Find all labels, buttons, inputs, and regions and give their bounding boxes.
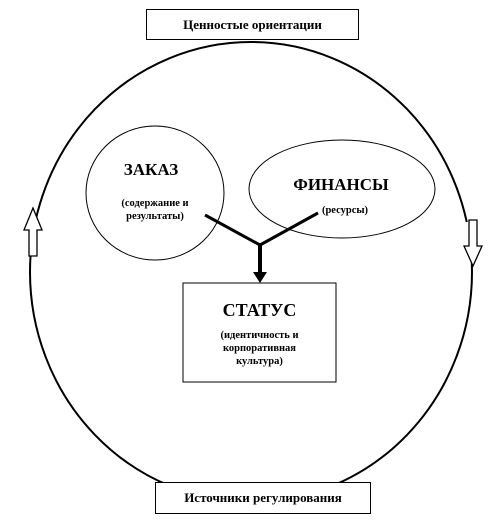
status-title: СТАТУС bbox=[222, 300, 297, 320]
order-circle bbox=[85, 125, 225, 261]
order-subtitle-line-2: результаты) bbox=[126, 211, 184, 222]
sources-box: Источники регулирования bbox=[155, 482, 371, 514]
order-subtitle-line-1: (содержание и bbox=[121, 198, 189, 209]
status-subtitle: (идентичность и корпоративная культура) bbox=[183, 329, 336, 368]
status-box bbox=[182, 282, 337, 383]
finance-ellipse bbox=[248, 139, 436, 239]
connector-left bbox=[204, 213, 261, 247]
arrow-up-icon bbox=[23, 206, 43, 257]
values-label: Ценностые ориентации bbox=[183, 16, 322, 32]
arrow-down-icon bbox=[461, 219, 484, 268]
order-title: ЗАКАЗ bbox=[123, 160, 179, 179]
connector-right bbox=[259, 211, 319, 247]
status-subtitle-line-1: (идентичность и bbox=[220, 330, 299, 341]
outer-circle bbox=[29, 41, 473, 503]
status-subtitle-line-3: культура) bbox=[236, 356, 283, 367]
values-box: Ценностые ориентации bbox=[146, 9, 359, 40]
status-subtitle-line-2: корпоративная bbox=[223, 343, 296, 354]
sources-label: Источники регулирования bbox=[184, 490, 342, 505]
order-subtitle: (содержание и результаты) bbox=[100, 197, 210, 223]
connector-arrowhead bbox=[253, 272, 267, 283]
finance-subtitle: (ресурсы) bbox=[321, 205, 369, 216]
finance-title: ФИНАНСЫ bbox=[293, 175, 389, 194]
